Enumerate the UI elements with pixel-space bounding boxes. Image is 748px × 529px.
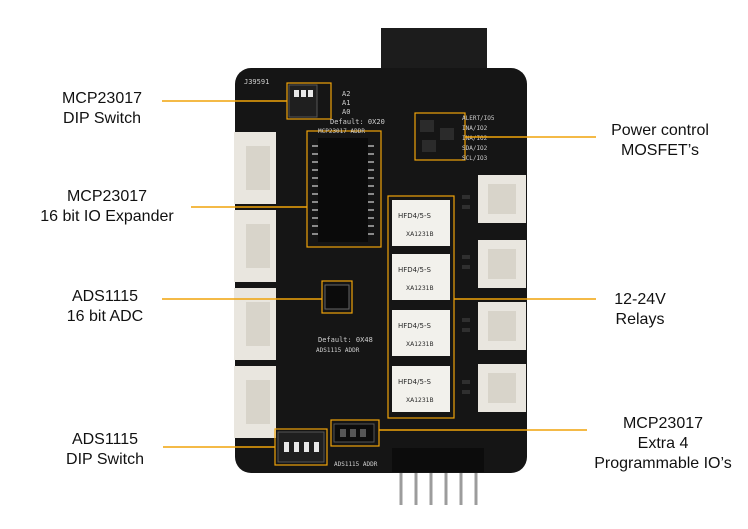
callout-expander-line2: 16 bit IO Expander bbox=[40, 208, 174, 225]
callout-expander: MCP23017 16 bit IO Expander bbox=[22, 187, 192, 227]
silk-ads-default: Default: 0X48 bbox=[318, 336, 373, 344]
mcp23017-ic bbox=[306, 130, 382, 248]
silk-dip-a2: A2 bbox=[342, 90, 350, 98]
callout-extra-io-line3: Programmable IO’s bbox=[594, 455, 732, 472]
smd-components bbox=[462, 195, 470, 394]
ads-dip-switch bbox=[274, 428, 328, 466]
silk-dip-a1: A1 bbox=[342, 99, 350, 107]
callout-adc-line1: ADS1115 bbox=[71, 288, 139, 305]
callout-expander-line1: MCP23017 bbox=[66, 188, 148, 205]
relay-3-model: HFD4/5-S bbox=[398, 322, 431, 330]
mcp-dip-switch bbox=[286, 82, 332, 120]
callout-mosfet-line2: MOSFET’s bbox=[621, 142, 699, 159]
callout-ads-dip-line2: DIP Switch bbox=[66, 451, 144, 468]
ads1115-ic bbox=[321, 280, 353, 314]
silk-dip-a0: A0 bbox=[342, 108, 350, 116]
silk-right-label-4: SDA/IO2 bbox=[462, 145, 488, 152]
silk-ads-addr: ADS1115 ADDR bbox=[316, 347, 360, 354]
callout-relays: 12-24V Relays bbox=[600, 290, 680, 330]
silk-board-id: J39591 bbox=[244, 78, 269, 86]
left-connectors bbox=[234, 132, 276, 438]
bottom-header bbox=[392, 448, 484, 472]
callout-mosfet-line1: Power control bbox=[611, 122, 709, 139]
relay-4-model: HFD4/5-S bbox=[398, 378, 431, 386]
silk-right-label-5: SCL/IO3 bbox=[462, 155, 488, 162]
callout-relays-line1: 12-24V bbox=[614, 291, 666, 308]
leader-lines bbox=[162, 100, 596, 448]
right-connectors bbox=[478, 175, 526, 412]
relay-1-code: XA1231B bbox=[406, 231, 434, 238]
callout-ads-dip: ADS1115 DIP Switch bbox=[50, 430, 160, 470]
relay-group: HFD4/5-S XA1231B HFD4/5-S XA1231B HFD4/5… bbox=[387, 195, 455, 419]
silk-mcp-addr: MCP23017 ADDR bbox=[318, 128, 365, 135]
silk-right-label-1: ALERT/IO5 bbox=[462, 115, 495, 122]
callout-extra-io-line2: Extra 4 bbox=[637, 435, 689, 452]
bottom-header-pins bbox=[399, 470, 478, 505]
callout-extra-io-line1: MCP23017 bbox=[622, 415, 704, 432]
relay-1-model: HFD4/5-S bbox=[398, 212, 431, 220]
silk-bottom-label: ADS1115 ADDR bbox=[334, 461, 378, 468]
silk-right-label-2: INA/IO2 bbox=[462, 125, 488, 132]
callout-mcp-dip-line1: MCP23017 bbox=[61, 90, 143, 107]
callout-mcp-dip: MCP23017 DIP Switch bbox=[42, 89, 162, 129]
callout-relays-line2: Relays bbox=[615, 311, 665, 328]
relay-4-code: XA1231B bbox=[406, 397, 434, 404]
relay-3-code: XA1231B bbox=[406, 341, 434, 348]
relay-2-model: HFD4/5-S bbox=[398, 266, 431, 274]
relay-2-code: XA1231B bbox=[406, 285, 434, 292]
extra-io-header bbox=[330, 419, 380, 447]
callout-mcp-dip-line2: DIP Switch bbox=[63, 110, 141, 127]
silk-right-label-3: INA/IO2 bbox=[462, 135, 488, 142]
silk-mcp-default: Default: 0X20 bbox=[330, 118, 385, 126]
callout-adc-line2: 16 bit ADC bbox=[66, 308, 144, 325]
callout-adc: ADS1115 16 bit ADC bbox=[50, 287, 160, 327]
callout-mosfet: Power control MOSFET’s bbox=[598, 121, 722, 161]
callout-ads-dip-line1: ADS1115 bbox=[71, 431, 139, 448]
callout-extra-io: MCP23017 Extra 4 Programmable IO’s bbox=[588, 414, 738, 474]
